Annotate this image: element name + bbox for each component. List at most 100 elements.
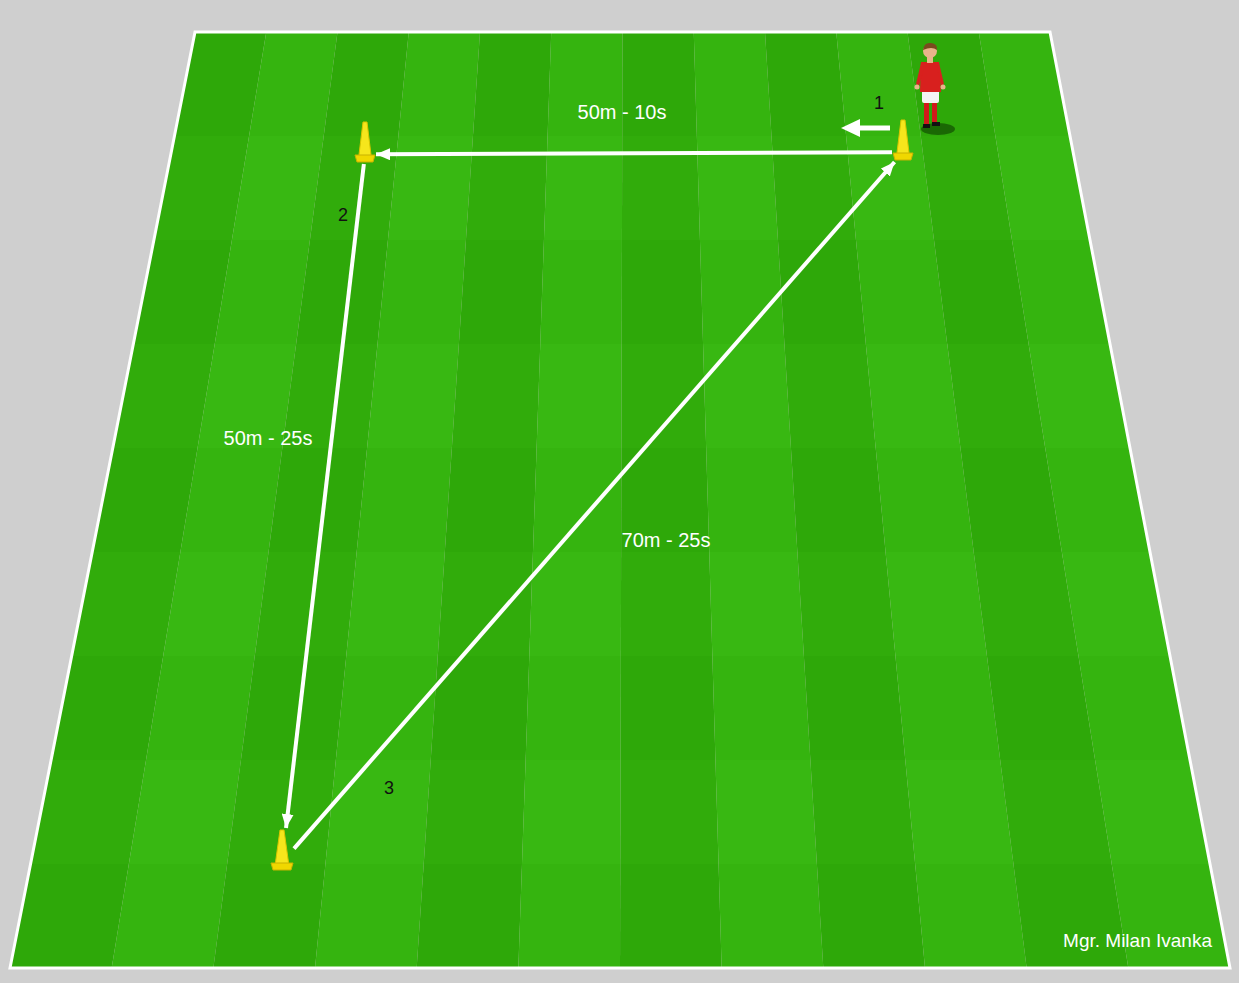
player-figure: [915, 43, 956, 135]
pitch-tile: [621, 552, 713, 656]
run-arrow: [376, 152, 892, 154]
pitch-tile: [92, 448, 197, 552]
pitch-tile: [540, 240, 622, 344]
cone-body: [897, 120, 909, 154]
pitch-tile: [357, 448, 452, 552]
pitch-tile: [180, 448, 282, 552]
pitch-tile: [129, 760, 241, 864]
pitch-tile: [712, 656, 810, 760]
pitch-tile: [388, 136, 473, 240]
pitch-tile: [146, 656, 255, 760]
cone-body: [275, 830, 288, 864]
pitch-tile: [974, 552, 1079, 656]
pitch-tile: [526, 656, 621, 760]
player-boot: [923, 124, 930, 128]
start-arrow-shaft: [858, 126, 890, 131]
callout-number: 2: [338, 204, 348, 226]
pitch-tile: [378, 240, 466, 344]
pitch-tile: [905, 760, 1013, 864]
player-arm: [916, 63, 924, 86]
pitch-tile: [621, 656, 716, 760]
pitch-tile: [856, 240, 947, 344]
pitch-tile: [296, 240, 388, 344]
pitch-tile: [325, 760, 430, 864]
pitch-tile: [987, 656, 1095, 760]
callout-number: 3: [384, 777, 394, 799]
cone-shape: [892, 118, 914, 162]
pitch-tile: [367, 344, 459, 448]
pitch-tile: [797, 552, 895, 656]
pitch-tile: [324, 32, 409, 136]
pitch-tile: [886, 552, 987, 656]
pitch-tile: [694, 32, 772, 136]
pitch-tile: [715, 760, 816, 864]
run-arrow: [294, 162, 895, 849]
pitch-tile: [791, 448, 886, 552]
pitch-tile: [876, 448, 974, 552]
pitch-tile: [784, 344, 875, 448]
pitch-tile: [622, 240, 703, 344]
pitch-tile: [241, 656, 346, 760]
pitch-tile: [817, 864, 925, 968]
pitch-tile: [706, 448, 797, 552]
pitch-tile: [459, 240, 544, 344]
cone-base: [271, 863, 293, 870]
callout-number: 1: [874, 92, 884, 114]
pitch-tile: [703, 344, 791, 448]
pitch-tile: [269, 448, 368, 552]
cone-body: [359, 122, 371, 156]
distance-time-label: 70m - 25s: [622, 528, 711, 552]
pitch-tile: [227, 760, 336, 864]
pitch-tile: [522, 760, 621, 864]
pitch-tile: [112, 864, 227, 968]
pitch-tile: [765, 32, 846, 136]
watermark: Mgr. Milan Ivanka: [1063, 929, 1212, 953]
cone-marker: 2: [354, 120, 376, 164]
player-hand: [941, 85, 946, 90]
pitch-tile: [452, 344, 540, 448]
pitch-tile: [1000, 760, 1112, 864]
pitch-tile: [915, 864, 1027, 968]
pitch-tile: [810, 760, 915, 864]
pitch-tile: [836, 32, 920, 136]
pitch-tile: [700, 240, 784, 344]
run-arrow: [286, 164, 364, 828]
player-leg: [932, 102, 937, 124]
pitch-tile: [1012, 240, 1110, 344]
pitch-border: [10, 32, 1230, 968]
pitch-tile: [133, 240, 232, 344]
cone-base: [355, 155, 375, 162]
cone-base: [893, 153, 913, 160]
pitch-tile: [934, 240, 1029, 344]
pitch-tile: [995, 136, 1090, 240]
pitch-tile: [255, 552, 357, 656]
pitch-tile: [346, 552, 445, 656]
pitch-tile: [960, 448, 1061, 552]
distance-time-label: 50m - 10s: [578, 100, 667, 124]
pitch-tile: [473, 32, 551, 136]
pitch-tile: [466, 136, 548, 240]
cone-shape: [270, 828, 294, 872]
cone-shape: [354, 120, 376, 164]
distance-time-label: 50m - 25s: [224, 426, 313, 450]
start-arrow-head: [841, 119, 860, 137]
player-hand: [915, 85, 920, 90]
start-arrow: [841, 119, 890, 137]
pitch-tiles: [10, 32, 1230, 968]
player-leg: [924, 102, 929, 126]
pitch-tile: [417, 864, 522, 968]
pitch-tile: [804, 656, 905, 760]
pitch-tile: [315, 864, 424, 968]
pitch-tile: [979, 32, 1070, 136]
pitch-tile: [709, 552, 804, 656]
player-arm: [937, 63, 944, 86]
pitch-tile: [1029, 344, 1130, 448]
pitch-tile: [163, 552, 268, 656]
cone-marker: 1: [892, 118, 914, 162]
pitch-tile: [621, 344, 706, 448]
pitch-tile: [529, 552, 621, 656]
pitch-tile: [424, 760, 526, 864]
pitch-tile: [438, 552, 533, 656]
